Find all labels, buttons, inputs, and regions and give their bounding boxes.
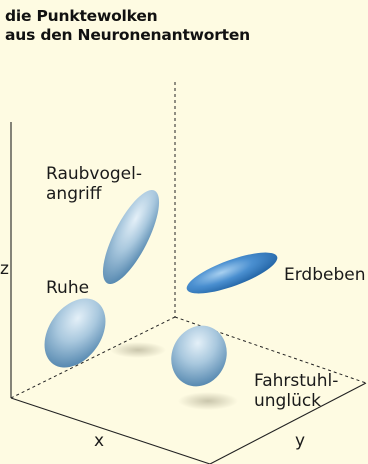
z-axis-label: z [0,259,9,279]
ruhe-shadow [110,342,166,358]
raubvogel-label-line-1: Raubvogel- [46,164,142,184]
x-axis-line [11,398,210,464]
raubvogel-label: Raubvogel- angriff [46,164,142,204]
fahrstuhl-label-line-1: Fahrstuhl- [254,371,338,391]
fahrstuhl-label: Fahrstuhl- unglück [254,371,338,411]
ruhe-cloud [32,287,118,379]
ruhe-label: Ruhe [46,278,89,298]
x-axis-label: x [94,431,104,451]
erdbeben-cloud [182,244,281,301]
y-axis-label: y [295,431,305,451]
fahrstuhl-shadow [178,392,238,410]
fahrstuhl-label-line-2: unglück [254,391,338,411]
fahrstuhl-cloud [161,316,236,395]
raubvogel-label-line-2: angriff [46,184,142,204]
erdbeben-label: Erdbeben [284,265,366,285]
